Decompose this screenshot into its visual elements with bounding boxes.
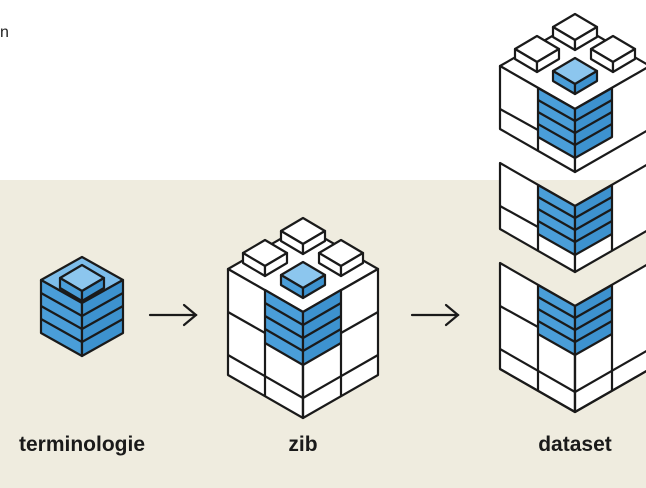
corner-text: n	[0, 24, 9, 41]
right-arrow-icon	[148, 303, 198, 327]
dataset-level-bottom	[498, 261, 646, 414]
label-terminology: terminologie	[18, 433, 145, 456]
terminology-block	[39, 255, 125, 358]
dataset-level-top	[498, 12, 646, 174]
label-dataset: dataset	[538, 433, 612, 456]
label-zib: zib	[288, 433, 318, 456]
right-arrow-icon	[410, 303, 460, 327]
dataset-level-middle	[498, 161, 646, 274]
dataset-tower	[498, 12, 646, 414]
zib-block	[226, 216, 380, 420]
